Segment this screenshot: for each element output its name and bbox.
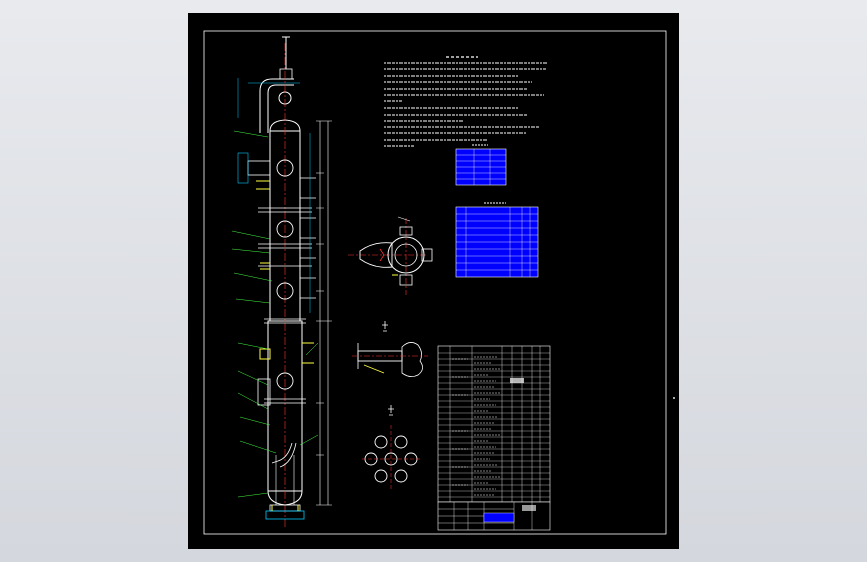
drawing-frame xyxy=(203,30,667,535)
tube-layout-view xyxy=(362,405,420,489)
technical-requirements-block xyxy=(384,56,548,147)
main-elevation-view xyxy=(231,36,332,528)
drawing-svg xyxy=(203,30,667,535)
design-data-table xyxy=(455,144,507,186)
title-block xyxy=(437,501,551,531)
edge-marker xyxy=(673,397,675,399)
top-section-view xyxy=(348,216,433,295)
nozzle-table xyxy=(455,202,539,278)
drawing-sheet[interactable] xyxy=(188,13,679,549)
parts-list xyxy=(437,345,551,503)
nozzle-detail-view xyxy=(352,321,428,377)
